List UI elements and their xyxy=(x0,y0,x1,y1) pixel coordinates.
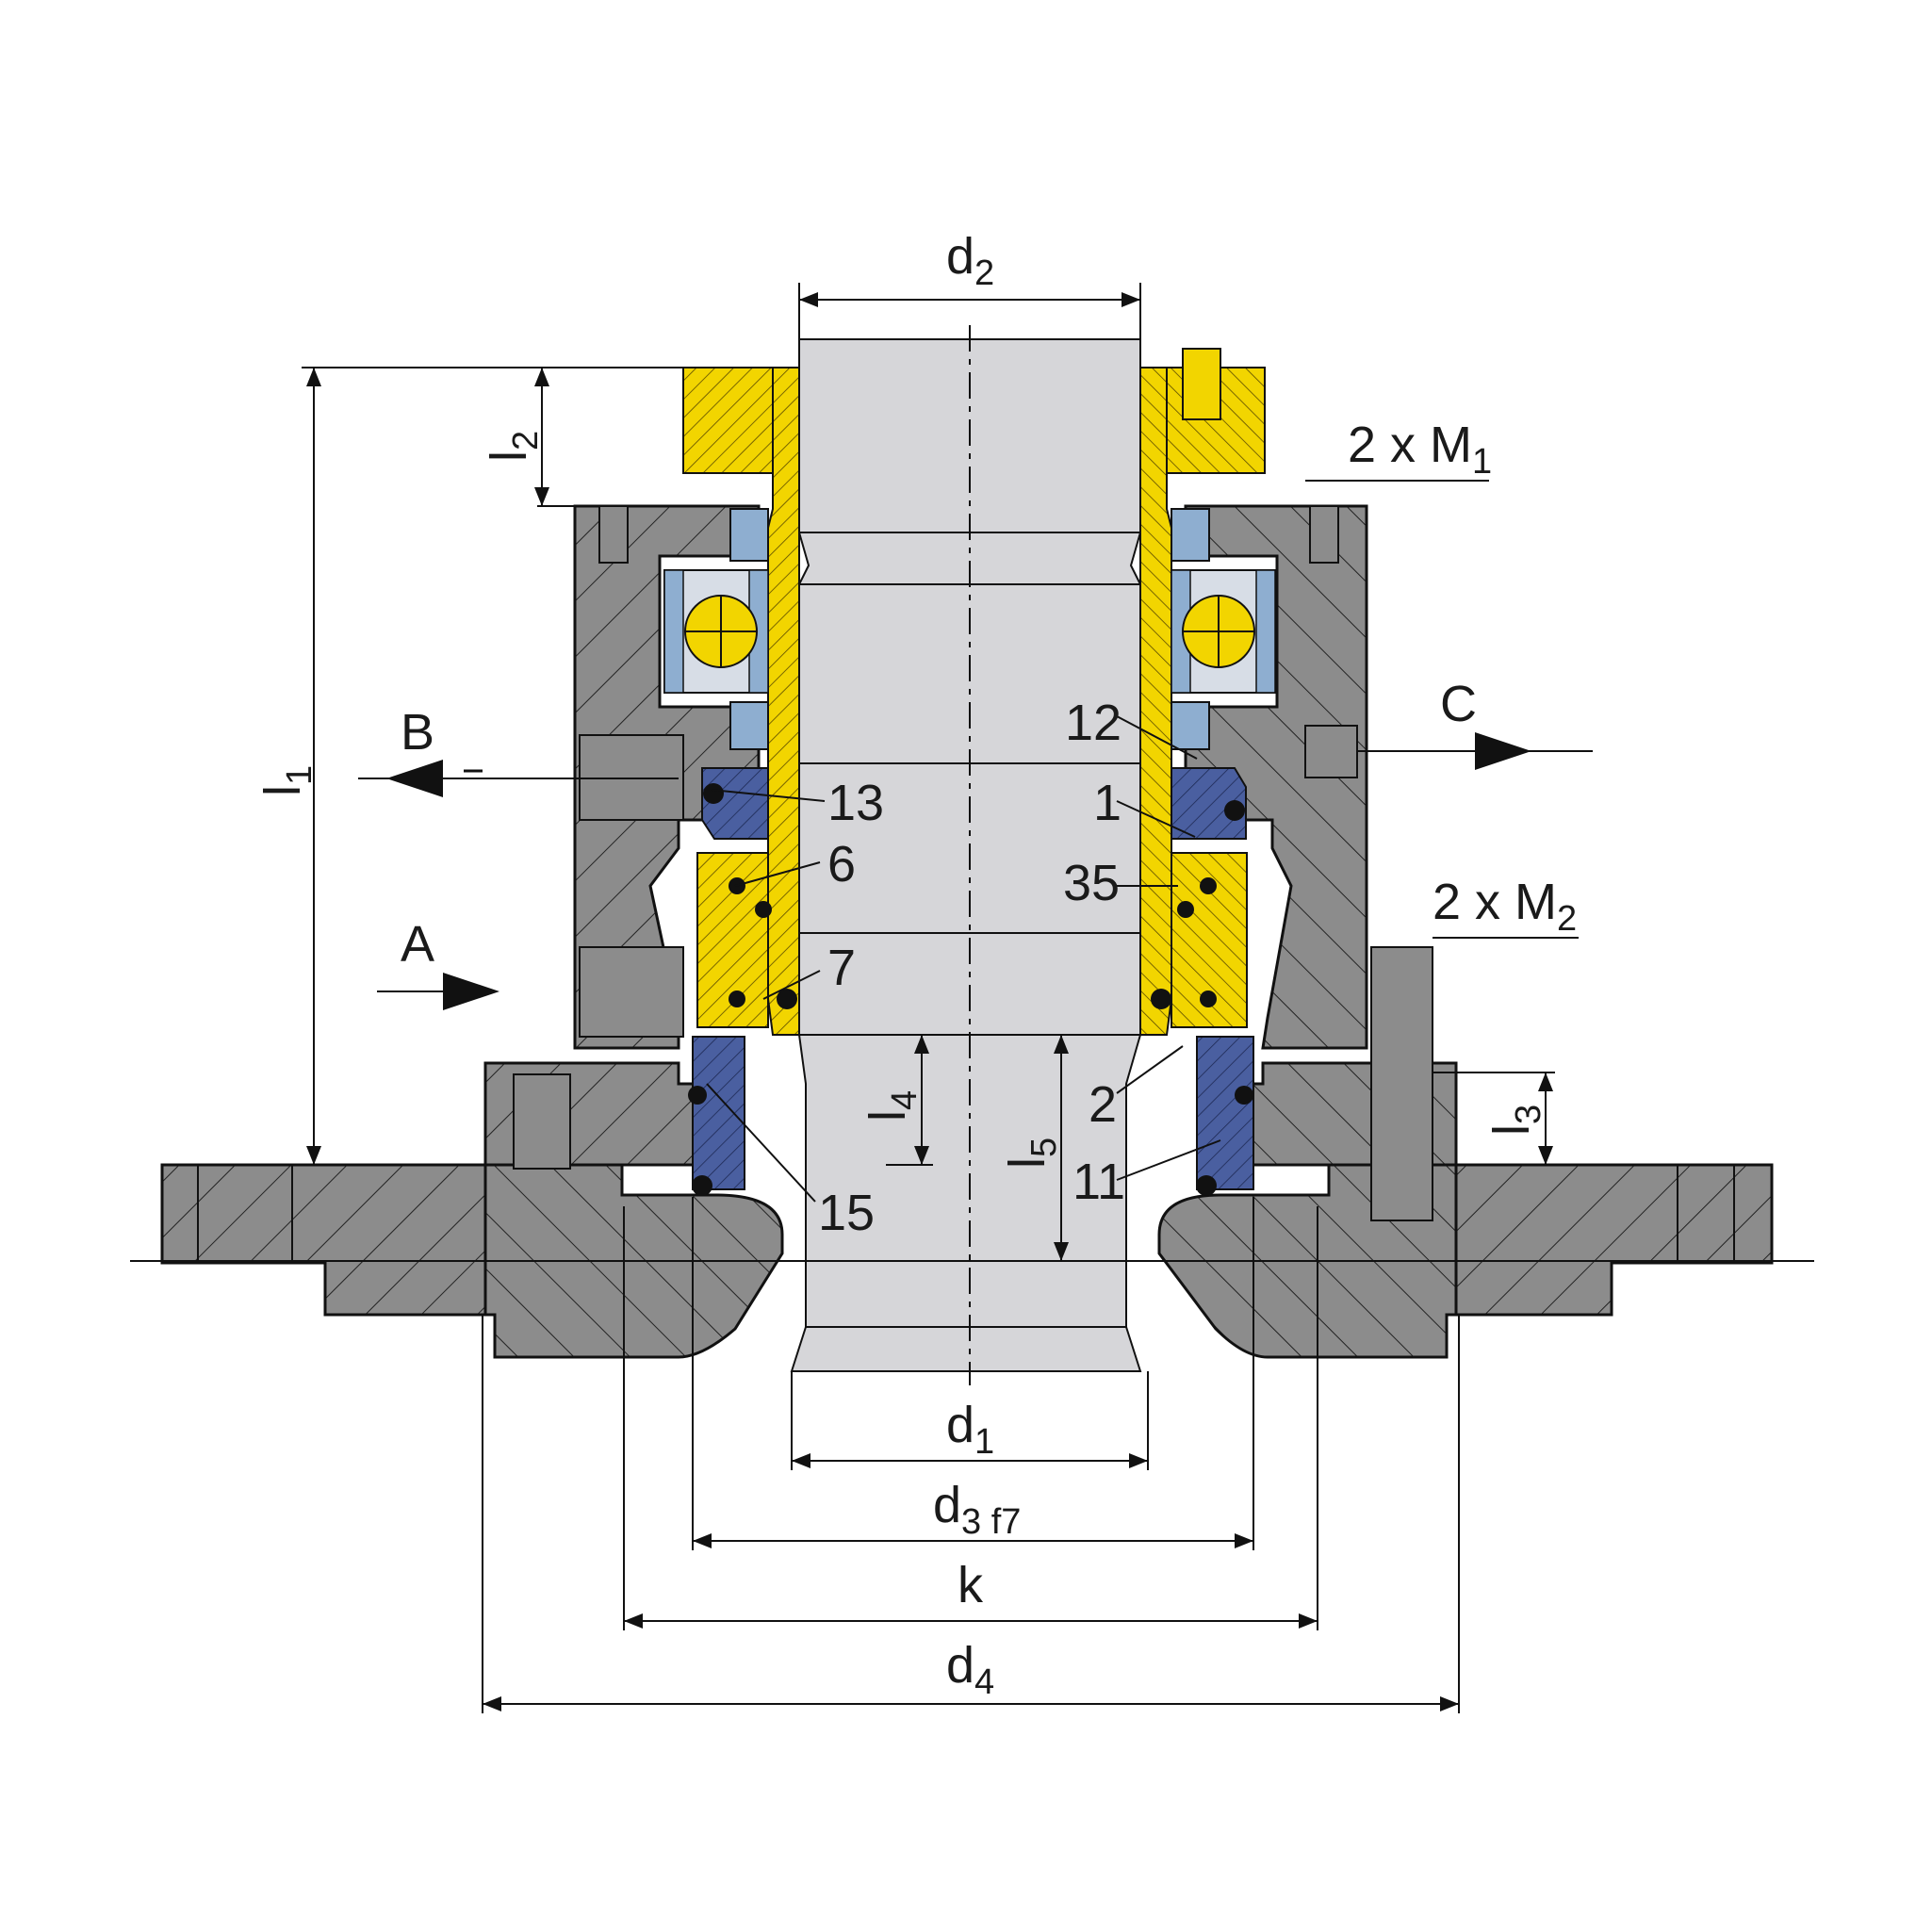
centerlines xyxy=(130,325,1814,1385)
label-d4: d4 xyxy=(946,1637,994,1702)
label-l2: l2 xyxy=(481,431,546,462)
part-12: 12 xyxy=(1065,695,1122,751)
label-k: k xyxy=(958,1557,984,1613)
label-l4: l4 xyxy=(860,1090,925,1122)
part-leaders xyxy=(706,715,1221,1203)
part-13: 13 xyxy=(827,775,884,831)
label-l5: l5 xyxy=(999,1138,1064,1169)
port-c-arrow xyxy=(1475,732,1531,770)
label-l1: l1 xyxy=(254,765,319,796)
housing xyxy=(483,504,1458,1221)
part-2: 2 xyxy=(1089,1076,1117,1133)
shaft-sleeve xyxy=(767,367,1172,1036)
part-15: 15 xyxy=(818,1185,875,1241)
port-a-arrow xyxy=(443,973,499,1010)
port-arrows xyxy=(377,732,1531,1010)
bearing xyxy=(663,508,1276,750)
dimension-labels: d2 d1 d3 f7 k d4 2 x M1 2 x M2 l1 l2 l3 … xyxy=(254,228,1577,1702)
part-number-labels: 13 6 7 15 12 1 35 2 11 xyxy=(818,695,1125,1241)
part-35: 35 xyxy=(1063,855,1120,911)
part-7: 7 xyxy=(827,940,856,996)
label-d1: d1 xyxy=(946,1397,994,1462)
part-6: 6 xyxy=(827,836,856,892)
shaft xyxy=(790,338,1142,1372)
o-rings xyxy=(688,783,1253,1196)
part-11: 11 xyxy=(1072,1154,1125,1210)
part-1: 1 xyxy=(1093,775,1122,831)
label-l3: l3 xyxy=(1483,1105,1548,1136)
label-port-b: B xyxy=(401,704,434,761)
port-b-arrow xyxy=(386,760,443,797)
label-d2: d2 xyxy=(946,228,994,293)
label-port-c: C xyxy=(1440,676,1477,732)
label-m2: 2 x M2 xyxy=(1433,874,1577,939)
label-m1: 2 x M1 xyxy=(1348,417,1492,482)
label-port-a: A xyxy=(401,916,434,973)
dimension-lines xyxy=(302,283,1579,1713)
label-d3: d3 f7 xyxy=(933,1477,1021,1542)
